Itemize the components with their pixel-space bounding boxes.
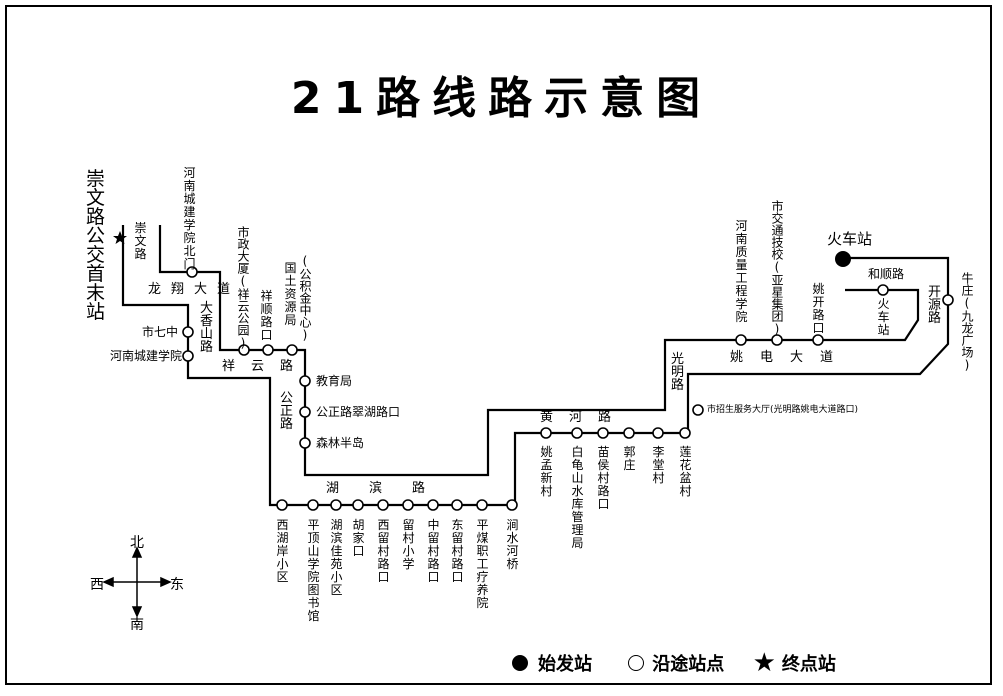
stop-zhongliu: [427, 499, 439, 511]
label-guozhuang: 郭庄: [623, 445, 636, 472]
label-litang: 李堂村: [652, 445, 665, 485]
stop-xihu: [276, 499, 288, 511]
label-yaomeng: 姚孟新村: [540, 445, 553, 498]
stop-jiaoyuju: [299, 375, 311, 387]
road-heshun: 和顺路: [868, 267, 905, 281]
stop-niuzhuang: [942, 294, 954, 306]
road-longxiang: 龙翔大道: [148, 282, 241, 297]
label-jianshui: 涧水河桥: [506, 518, 519, 571]
label-zhongliu: 中留村路口: [427, 518, 440, 584]
label-jiaotong: 市交通技校(亚星集团): [770, 200, 784, 336]
road-huanghe: 黄河路: [540, 410, 628, 425]
stop-guozhuang: [623, 427, 635, 439]
label-huochezhan-v: 火车站: [877, 297, 890, 337]
stop-miaohou: [597, 427, 609, 439]
label-hujia: 胡家口: [352, 518, 365, 558]
stop-pingmei: [476, 499, 488, 511]
road-daxiangshan: 大香山路: [200, 301, 214, 355]
label-miaohou: 苗侯村路口: [597, 445, 610, 511]
stop-yaokai: [812, 334, 824, 346]
compass-east-label: 东: [170, 577, 184, 593]
legend-end-label: 终点站: [781, 654, 836, 675]
compass-south-label: 南: [130, 617, 144, 633]
label-xiliu: 西留村路口: [377, 518, 390, 584]
stop-shiqizhong: [182, 326, 194, 338]
stop-xiliu: [377, 499, 389, 511]
stops-layer: [182, 266, 954, 511]
label-gongzheng-cuihu: 公正路翠湖路口: [316, 405, 401, 419]
stop-dongliu: [451, 499, 463, 511]
label-senlin: 森林半岛: [316, 436, 365, 450]
stop-hujia: [352, 499, 364, 511]
label-baigui: 白龟山水库管理局: [571, 445, 584, 550]
label-gongjijin: (公积金中心): [298, 254, 312, 342]
label-pingmei: 平煤职工疗养院: [476, 518, 489, 610]
label-huochezhan: 火车站: [827, 230, 873, 248]
legend-start-dot-icon: [512, 655, 528, 671]
map-frame: [5, 5, 992, 685]
stop-henan-north: [186, 266, 198, 278]
stop-litang: [652, 427, 664, 439]
stop-henan-cj: [182, 350, 194, 362]
compass-north-label: 北: [130, 535, 144, 551]
road-guangming: 光明路: [671, 352, 685, 393]
label-zhaoshang: 市招生服务大厅(光明路姚电大道路口): [707, 405, 859, 415]
label-jiaoyuju: 教育局: [316, 374, 353, 388]
legend-start-label: 始发站: [538, 654, 592, 675]
label-dongliu: 东留村路口: [451, 518, 464, 584]
road-kaiyuan: 开源路: [928, 285, 942, 326]
label-pdsxy: 平顶山学院图书馆: [307, 518, 320, 623]
route-line: [121, 225, 950, 507]
label-hubin: 湖滨佳苑小区: [330, 518, 343, 597]
label-guotu: 国土资源局: [284, 261, 297, 327]
road-xiangyun: 祥云路: [222, 359, 310, 374]
stop-xiangshun: [262, 344, 274, 356]
terminal-side-label: 崇文路公交首末站: [86, 168, 106, 323]
label-shizheng: 市政大厦(祥云公园): [236, 226, 250, 350]
stop-shizheng: [238, 344, 250, 356]
stop-hubin: [330, 499, 342, 511]
label-xiangshun: 祥顺路口: [260, 289, 273, 342]
compass-icon: [102, 546, 172, 618]
label-xihu: 西湖岸小区: [276, 518, 289, 584]
stop-guotu: [286, 344, 298, 356]
legend-stop-circle-icon: [628, 655, 645, 671]
road-hubin: 湖滨路: [326, 481, 456, 496]
road-yaodian: 姚电大道: [730, 350, 851, 365]
label-henan-north: 河南城建学院北门: [183, 166, 196, 271]
stop-gongzheng-cuihu: [299, 406, 311, 418]
legend-stop-label: 沿途站点: [652, 654, 725, 675]
stop-baigui: [571, 427, 583, 439]
start-station-dot-icon: [835, 251, 851, 267]
stop-senlin: [299, 437, 311, 449]
stop-yaomeng: [540, 427, 552, 439]
label-chongwen: 崇文路: [134, 221, 147, 261]
stop-jianshui: [506, 499, 518, 511]
terminal-star-icon: [113, 231, 127, 244]
legend: 始发站 沿途站点 ★终点站: [512, 648, 836, 678]
label-lianhua: 莲花盆村: [679, 445, 692, 498]
label-henan-cj: 河南城建学院: [110, 349, 183, 363]
stop-liucun: [402, 499, 414, 511]
label-henan-zl: 河南质量工程学院: [735, 219, 748, 324]
stop-huochezhan-v: [877, 284, 889, 296]
road-gongzheng: 公正路: [280, 391, 294, 432]
stop-zhaoshang: [692, 404, 704, 416]
legend-end-star-icon: ★: [752, 648, 776, 678]
stop-lianhua: [679, 427, 691, 439]
stop-henan-zl: [735, 334, 747, 346]
stop-jiaotong: [771, 334, 783, 346]
label-yaokai: 姚开路口: [812, 282, 825, 335]
page-title: 21路线路示意图: [290, 73, 713, 124]
label-niuzhuang: 牛庄(九龙广场): [960, 272, 974, 372]
stop-pdsxy: [307, 499, 319, 511]
label-shiqizhong: 市七中: [142, 325, 179, 339]
compass-west-label: 西: [90, 577, 104, 593]
label-liucun: 留村小学: [402, 518, 415, 571]
